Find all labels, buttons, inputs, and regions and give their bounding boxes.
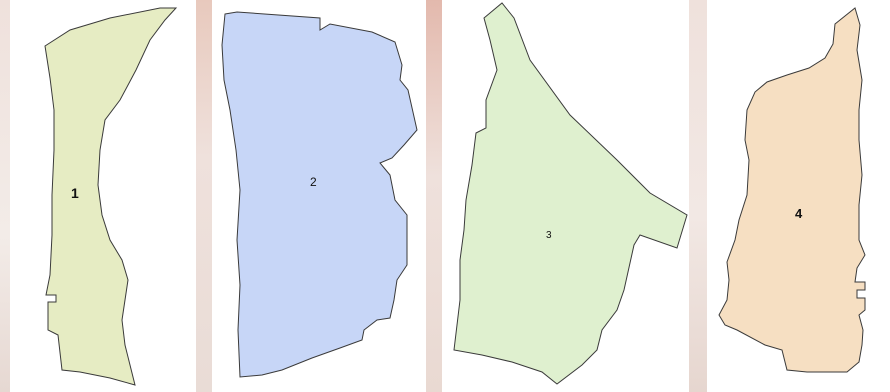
parcel-label-1: 1 xyxy=(71,185,79,201)
parcel-label-4: 4 xyxy=(795,206,803,221)
background-strip-left xyxy=(0,0,10,392)
parcel-shape-3[interactable] xyxy=(453,2,688,385)
parcel-panel-2: 2 xyxy=(212,0,426,392)
background-strip-a xyxy=(196,0,212,392)
parcel-label-3: 3 xyxy=(546,230,552,241)
parcel-map-4: 4 xyxy=(718,7,866,373)
parcel-panel-1: 1 xyxy=(10,0,196,392)
parcel-shape-2[interactable] xyxy=(221,11,418,378)
parcel-panel-3: 3 xyxy=(442,0,689,392)
parcel-label-2: 2 xyxy=(310,175,317,189)
background-strip-b xyxy=(426,0,442,392)
background-strip-c xyxy=(689,0,707,392)
parcel-map-2: 2 xyxy=(221,11,418,378)
parcel-shape-4[interactable] xyxy=(718,7,866,373)
parcel-shape-1[interactable] xyxy=(44,7,178,386)
parcel-map-1: 1 xyxy=(44,7,178,386)
parcel-panel-4: 4 xyxy=(707,0,890,392)
parcel-map-3: 3 xyxy=(453,2,688,385)
